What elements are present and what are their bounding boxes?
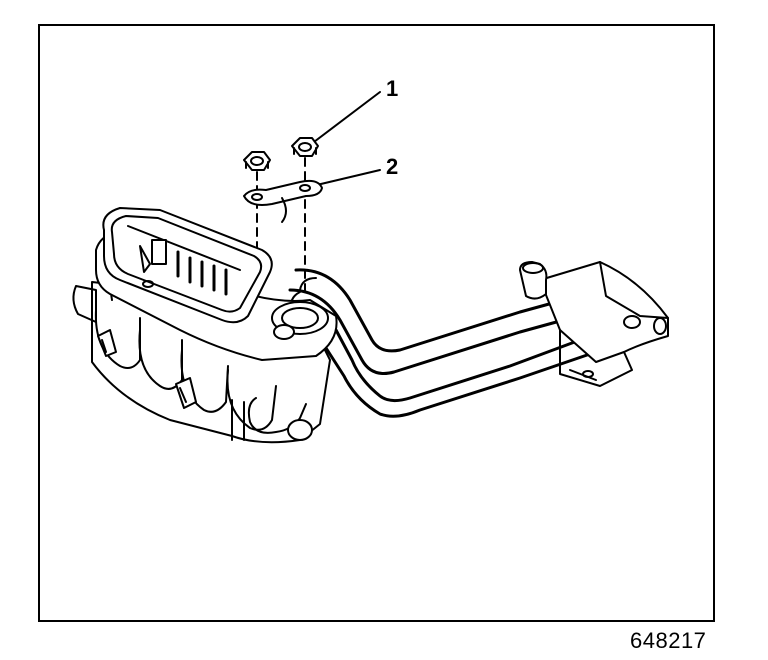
connector-housing	[102, 207, 273, 324]
pipe-fittings	[271, 301, 329, 340]
right-valve-block	[519, 261, 669, 387]
callout-label-1: 1	[386, 76, 399, 101]
nut-left	[243, 151, 271, 171]
callout-label-2: 2	[386, 154, 399, 179]
diagram-frame	[38, 24, 715, 622]
nut-right	[291, 137, 319, 157]
alignment-lines	[256, 157, 306, 321]
figure-number: 648217	[630, 628, 707, 653]
pipe-bracket	[243, 179, 323, 223]
leader-line-1	[305, 91, 381, 149]
